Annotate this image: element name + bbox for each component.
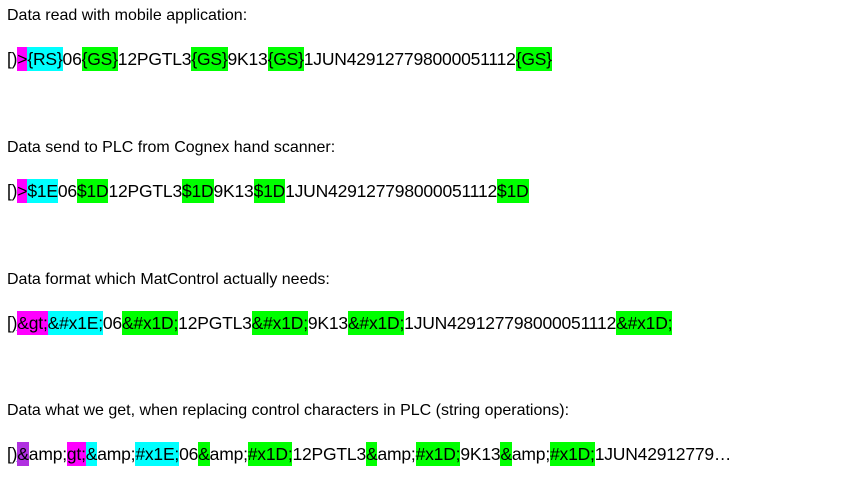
text-segment: 9K13 [213, 181, 254, 201]
highlighted-segment: & [198, 442, 210, 466]
text-segment: 1JUN429127798000051112 [285, 181, 498, 201]
text-segment: 1JUN42912779… [594, 444, 732, 464]
highlighted-segment: &gt; [17, 311, 48, 335]
highlighted-segment: &#x1D; [347, 311, 405, 335]
highlighted-segment: $1D [497, 179, 529, 203]
highlighted-segment: $1D [181, 179, 214, 203]
highlighted-segment: &#x1D; [121, 311, 179, 335]
highlighted-segment: {GS} [81, 47, 118, 71]
text-segment: 1JUN429127798000051112 [303, 49, 516, 69]
text-segment: amp; [377, 444, 416, 464]
highlighted-segment: &#x1D; [616, 311, 673, 335]
heading-plc-replacement: Data what we get, when replacing control… [7, 402, 570, 419]
highlighted-segment: {GS} [515, 47, 552, 71]
text-segment: [) [7, 313, 18, 333]
highlighted-segment: #x1D; [549, 442, 595, 466]
highlighted-segment: $1E [27, 179, 58, 203]
highlighted-segment: $1D [253, 179, 286, 203]
text-segment: 06 [57, 181, 77, 201]
text-segment: 12PGTL3 [117, 49, 192, 69]
text-segment: 06 [62, 49, 82, 69]
text-segment: 12PGTL3 [292, 444, 366, 464]
heading-matcontrol-format: Data format which MatControl actually ne… [7, 271, 330, 288]
highlighted-segment: > [17, 47, 28, 71]
text-segment: 06 [179, 444, 199, 464]
highlighted-segment: {GS} [267, 47, 304, 71]
highlighted-segment: $1D [76, 179, 109, 203]
data-line-matcontrol-format: [)&gt;&#x1E;06&#x1D;12PGTL3&#x1D;9K13&#x… [7, 311, 673, 335]
text-segment: [) [7, 444, 18, 464]
text-segment: [) [7, 49, 18, 69]
text-segment: 9K13 [227, 49, 268, 69]
highlighted-segment: &#x1E; [47, 311, 103, 335]
text-segment: [) [7, 181, 18, 201]
highlighted-segment: &#x1D; [251, 311, 308, 335]
highlighted-segment: #x1D; [247, 442, 293, 466]
data-line-cognex-scanner: [)>$1E06$1D12PGTL3$1D9K13$1D1JUN42912779… [7, 179, 529, 203]
highlighted-segment: {GS} [191, 47, 228, 71]
text-segment: amp; [209, 444, 248, 464]
highlighted-segment: & [366, 442, 378, 466]
text-segment: 12PGTL3 [178, 313, 252, 333]
text-segment: 9K13 [460, 444, 501, 464]
text-segment: amp; [97, 444, 136, 464]
text-segment: 1JUN429127798000051112 [404, 313, 617, 333]
highlighted-segment: #x1E; [135, 442, 180, 466]
block-plc-replacement: Data what we get, when replacing control… [7, 400, 731, 466]
highlighted-segment: {RS} [27, 47, 63, 71]
text-segment: 06 [102, 313, 122, 333]
block-mobile-app: Data read with mobile application: [)>{R… [7, 5, 552, 71]
data-line-plc-replacement: [)&amp;gt;&amp;#x1E;06&amp;#x1D;12PGTL3&… [7, 442, 731, 466]
heading-mobile-app: Data read with mobile application: [7, 7, 248, 24]
highlighted-segment: gt; [66, 442, 86, 466]
highlighted-segment: > [17, 179, 28, 203]
text-segment: 12PGTL3 [108, 181, 182, 201]
data-line-mobile-app: [)>{RS}06{GS}12PGTL3{GS}9K13{GS}1JUN4291… [7, 47, 552, 71]
text-segment: amp; [511, 444, 550, 464]
highlighted-segment: & [17, 442, 29, 466]
block-matcontrol-format: Data format which MatControl actually ne… [7, 269, 673, 335]
highlighted-segment: & [500, 442, 512, 466]
text-segment: amp; [28, 444, 67, 464]
highlighted-segment: #x1D; [415, 442, 461, 466]
heading-cognex-scanner: Data send to PLC from Cognex hand scanne… [7, 139, 336, 156]
highlighted-segment: & [85, 442, 98, 466]
block-cognex-scanner: Data send to PLC from Cognex hand scanne… [7, 137, 529, 203]
text-segment: 9K13 [307, 313, 348, 333]
